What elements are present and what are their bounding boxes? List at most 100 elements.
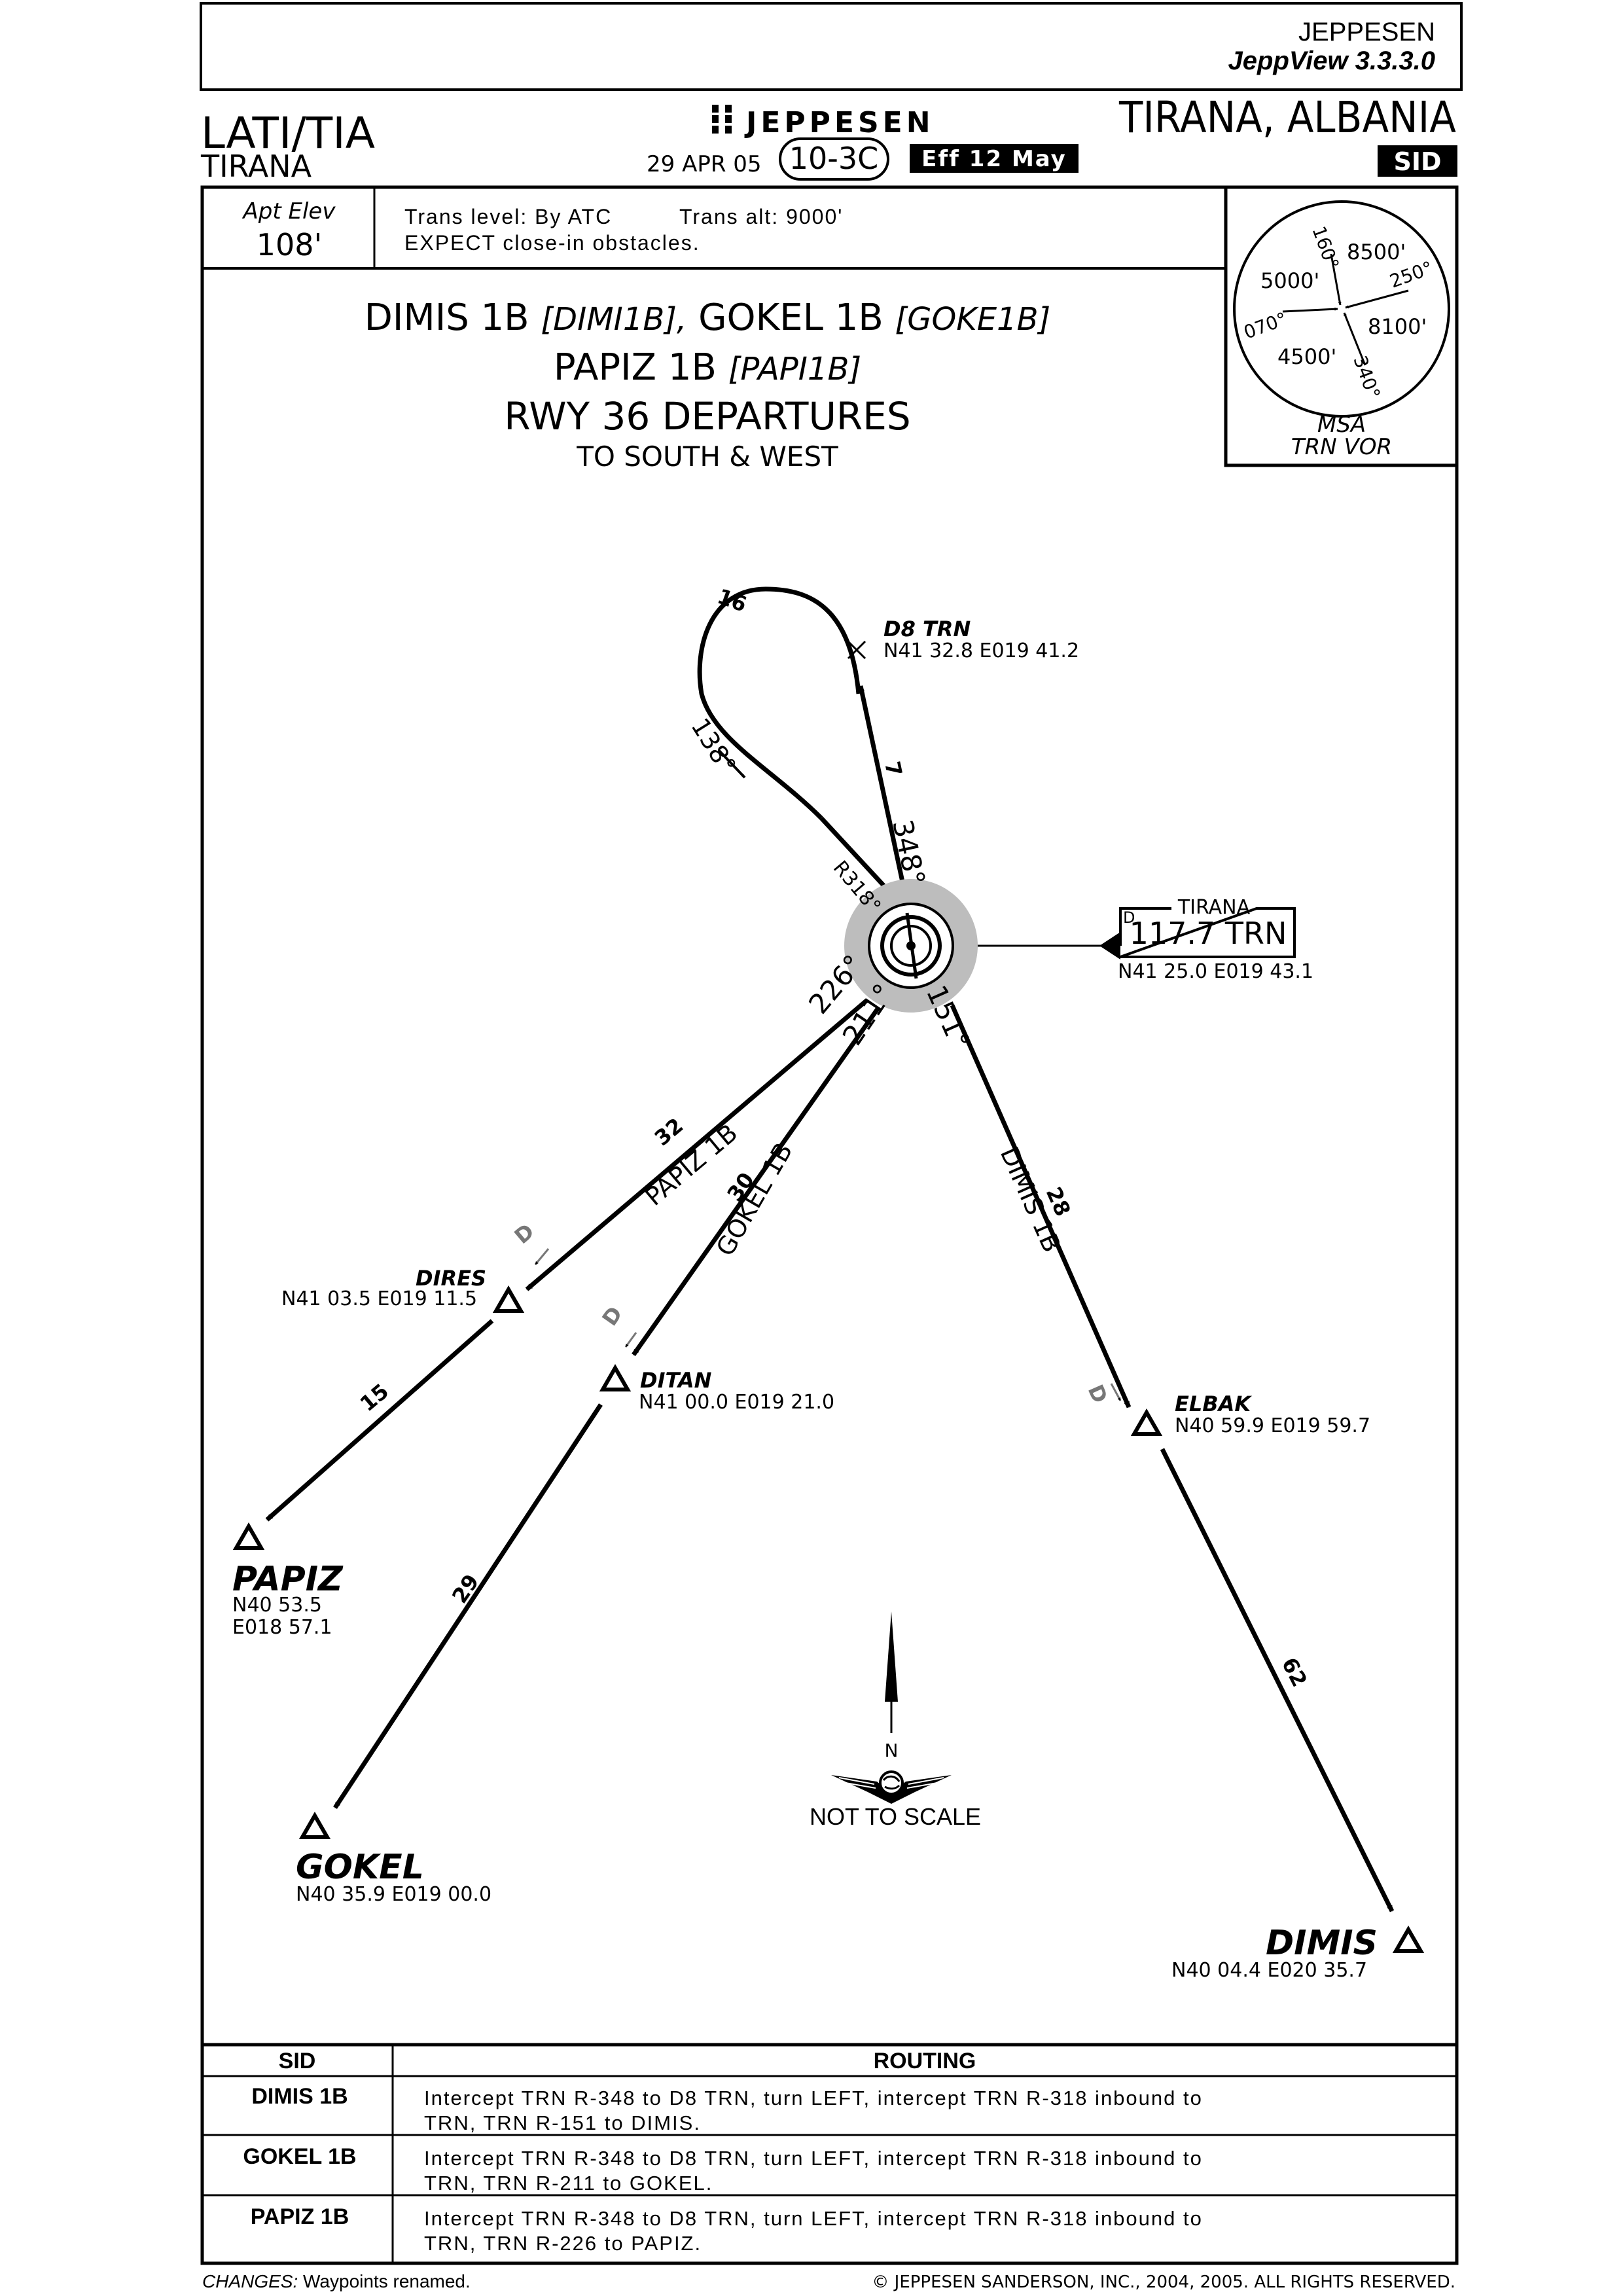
d8trn-coords: N41 32.8 E019 41.2	[883, 639, 1079, 662]
papiz-waypoint-icon	[232, 1522, 265, 1550]
table-header-routing: ROUTING	[874, 2049, 976, 2073]
dimis-coords: N40 04.4 E020 35.7	[1171, 1959, 1367, 1982]
compass-rose-icon	[831, 1770, 952, 1804]
dme-marker-dires: D	[510, 1219, 539, 1249]
chart-date: 29 APR 05	[647, 151, 762, 177]
effective-badge	[910, 144, 1079, 173]
msa-sublabel: TRN VOR	[1291, 434, 1392, 460]
title-dimis: DIMIS 1B	[365, 296, 529, 339]
dires-coords: N41 03.5 E019 11.5	[281, 1287, 477, 1310]
msa-sector-8100: 8100'	[1368, 314, 1427, 339]
fix-d8-trn: D8 TRN N41 32.8 E019 41.2	[847, 617, 1079, 662]
dist-32: 32	[650, 1113, 688, 1151]
navaid-dme-symbol: D	[1123, 908, 1135, 927]
ditan-waypoint-icon	[599, 1363, 632, 1391]
papiz-coords-lat: N40 53.5	[232, 1594, 322, 1617]
title-papiz-code: [PAPI1B]	[728, 351, 861, 387]
city-country: TIRANA, ALBANIA	[1118, 92, 1456, 143]
dist-29: 29	[447, 1570, 484, 1607]
hdg-138: 138°	[685, 713, 741, 779]
procedure-title: DIMIS 1B [DIMI1B], GOKEL 1B [GOKE1B] PAP…	[365, 296, 1051, 473]
dist-7: 7	[880, 759, 907, 779]
dimis-waypoint-icon	[1392, 1925, 1425, 1953]
title-direction: TO SOUTH & WEST	[576, 440, 838, 473]
msa-sector-4500: 4500'	[1277, 344, 1336, 369]
viewer-version: JeppView 3.3.3.0	[1228, 46, 1435, 75]
title-runway: RWY 36 DEPARTURES	[504, 394, 910, 439]
navaid-frequency: 117.7 TRN	[1130, 916, 1287, 951]
row-sid: DIMIS 1B	[251, 2084, 348, 2109]
ditan-name: DITAN	[640, 1368, 712, 1393]
msa-bearing-340: 340°	[1349, 353, 1384, 402]
msa-sector-5000: 5000'	[1260, 268, 1319, 293]
changes-label: CHANGES:	[202, 2271, 298, 2291]
table-row: PAPIZ 1B Intercept TRN R-348 to D8 TRN, …	[251, 2204, 1203, 2255]
apt-elev-label: Apt Elev	[242, 198, 336, 224]
row-sid: GOKEL 1B	[243, 2144, 356, 2169]
navaid-name: TIRANA	[1177, 896, 1251, 919]
trn-vor-symbol	[844, 879, 978, 1013]
rad-151: 151°	[920, 980, 976, 1054]
table-row: GOKEL 1B Intercept TRN R-348 to D8 TRN, …	[243, 2144, 1203, 2195]
elbak-coords: N40 59.9 E019 59.7	[1175, 1414, 1370, 1437]
chart-number: 10-3C	[789, 141, 879, 176]
msa-bearing-160: 160°	[1308, 223, 1343, 272]
leg-labels: 16 138° 7 348° R318° 226° 211° 151° 32 P…	[355, 584, 1312, 1691]
row-routing-line1: Intercept TRN R-348 to D8 TRN, turn LEFT…	[424, 2147, 1203, 2170]
dme-markers	[534, 1248, 1122, 1401]
title-dimis-code: [DIMI1B],	[541, 301, 687, 338]
dme-marker-elbak: D	[1083, 1381, 1113, 1407]
leg-ditan-to-gokel	[333, 1403, 603, 1809]
not-to-scale: NOT TO SCALE	[810, 1803, 981, 1830]
dme-marker-ditan: D	[597, 1302, 627, 1331]
table-row: DIMIS 1B Intercept TRN R-348 to D8 TRN, …	[251, 2084, 1203, 2134]
chart-frame	[200, 185, 1459, 2265]
row-routing-line1: Intercept TRN R-348 to D8 TRN, turn LEFT…	[424, 2207, 1203, 2230]
jeppesen-logo-text: JEPPESEN	[744, 106, 935, 139]
leg-dires-to-papiz	[265, 1319, 494, 1522]
title-papiz: PAPIZ 1B	[554, 346, 717, 389]
leg-to-dires	[525, 998, 869, 1291]
msa-circle: 160° 250° 070° 340° 8500' 5000' 8100' 45…	[1233, 200, 1450, 418]
msa-bearing-070: 070°	[1241, 308, 1290, 343]
apt-elev-value: 108'	[257, 227, 322, 262]
fix-labels: DIRES N41 03.5 E019 11.5 DITAN N41 00.0 …	[232, 1266, 1378, 1982]
papiz-coords-lon: E018 57.1	[232, 1616, 332, 1639]
row-routing-line1: Intercept TRN R-348 to D8 TRN, turn LEFT…	[424, 2087, 1203, 2109]
sid-badge-text: SID	[1393, 147, 1441, 176]
viewer-brand: JEPPESEN	[1298, 18, 1435, 46]
routing-table: SID ROUTING DIMIS 1B Intercept TRN R-348…	[202, 2043, 1457, 2263]
msa-box	[1224, 185, 1459, 467]
row-routing-line2: TRN, TRN R-226 to PAPIZ.	[424, 2232, 702, 2255]
gokel-waypoint-icon	[298, 1811, 331, 1839]
d8trn-name: D8 TRN	[883, 617, 971, 641]
sid-badge	[1378, 145, 1457, 177]
departure-paths	[265, 586, 1395, 1912]
north-label: N	[885, 1740, 899, 1761]
jeppesen-logo: JEPPESEN	[712, 102, 935, 139]
leg-to-elbak	[950, 1004, 1132, 1408]
svg-text:DIMIS 1B [DIMI1B], GOKEL 1B [G: DIMIS 1B [DIMI1B], GOKEL 1B [GOKE1B]	[365, 296, 1051, 339]
effective-date: Eff 12 May	[921, 146, 1067, 172]
waypoints	[232, 1285, 1425, 1953]
trans-alt: Trans alt: 9000'	[679, 205, 843, 228]
row-sid: PAPIZ 1B	[251, 2204, 349, 2229]
svg-text:PAPIZ 1B [PAPI1B]: PAPIZ 1B [PAPI1B]	[554, 346, 861, 389]
ditan-coords: N41 00.0 E019 21.0	[639, 1391, 834, 1414]
obstacle-note: EXPECT close-in obstacles.	[404, 231, 700, 255]
elbak-name: ELBAK	[1175, 1391, 1252, 1416]
row-routing-line2: TRN, TRN R-151 to DIMIS.	[424, 2111, 701, 2134]
north-arrow: N NOT TO SCALE	[810, 1611, 981, 1830]
footer-changes: CHANGES: Waypoints renamed.	[202, 2271, 471, 2291]
papiz-name: PAPIZ	[232, 1560, 344, 1599]
trans-level: Trans level: By ATC	[404, 205, 612, 228]
north-arrow-icon	[885, 1611, 898, 1702]
changes-text: Waypoints renamed.	[303, 2271, 471, 2291]
chart-number-badge	[779, 137, 889, 181]
navaid-box: TIRANA D 117.7 TRN N41 25.0 E019 43.1	[1099, 896, 1313, 983]
dires-waypoint-icon	[492, 1285, 525, 1313]
leg-to-ditan	[632, 1006, 880, 1357]
row-routing-line2: TRN, TRN R-211 to GOKEL.	[424, 2172, 713, 2195]
dires-name: DIRES	[416, 1266, 486, 1291]
